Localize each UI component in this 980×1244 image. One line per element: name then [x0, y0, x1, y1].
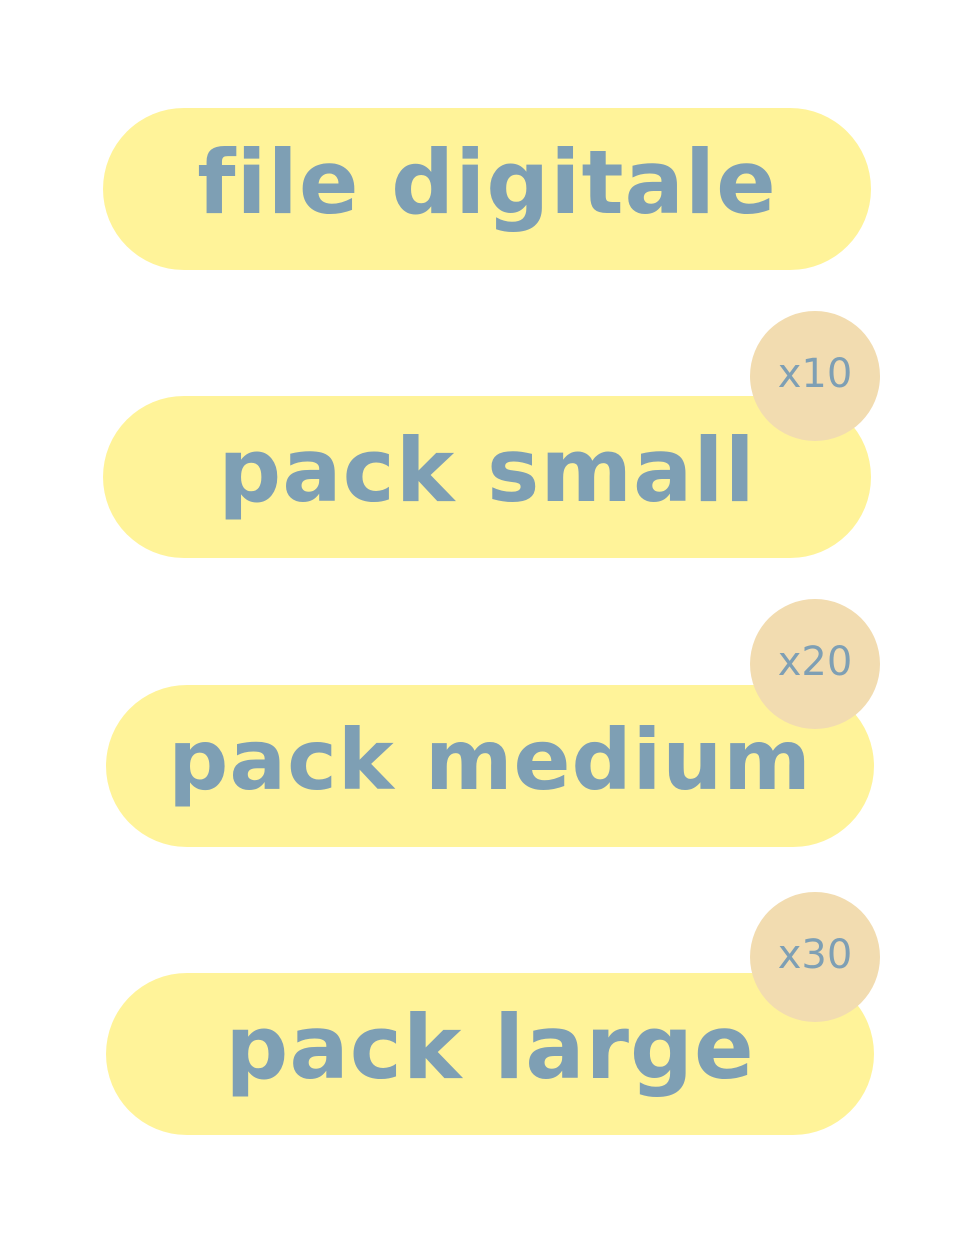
quantity-badge-label: x10 — [777, 351, 853, 397]
quantity-badge-label: x20 — [777, 639, 853, 685]
option-label: file digitale — [197, 131, 777, 234]
quantity-badge: x20 — [750, 599, 880, 729]
quantity-badge: x10 — [750, 311, 880, 441]
option-pack-medium-button[interactable]: pack medium — [106, 685, 874, 847]
option-file-digitale-button[interactable]: file digitale — [103, 108, 871, 270]
quantity-badge-label: x30 — [777, 932, 853, 978]
option-label: pack medium — [168, 711, 812, 809]
option-pack-large-button[interactable]: pack large — [106, 973, 874, 1135]
option-pack-small-button[interactable]: pack small — [103, 396, 871, 558]
option-label: pack small — [218, 419, 756, 522]
quantity-badge: x30 — [750, 892, 880, 1022]
option-label: pack large — [225, 996, 755, 1099]
